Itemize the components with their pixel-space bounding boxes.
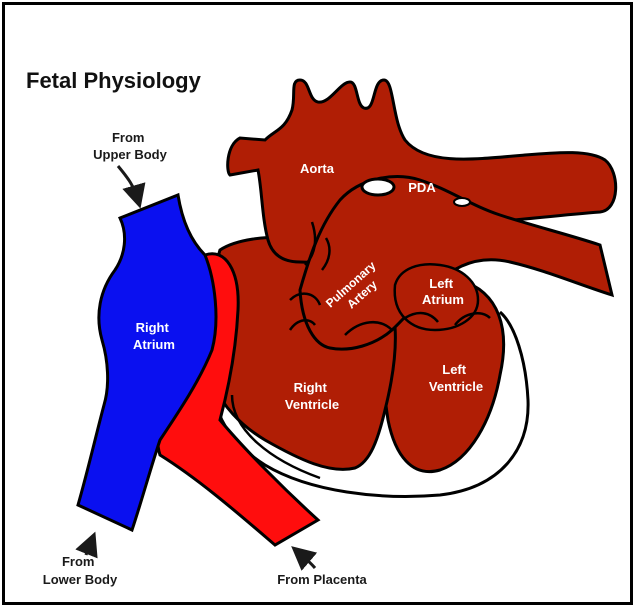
aorta-label: Aorta (300, 161, 335, 176)
placenta-arrow (298, 552, 315, 568)
from-placenta-label: From Placenta (277, 572, 367, 587)
pda-opening (362, 179, 394, 195)
pda-small-opening (454, 198, 470, 206)
pda-label: PDA (408, 180, 436, 195)
from-lower-body-label: From Lower Body (43, 554, 118, 587)
heart-body (209, 80, 616, 496)
page-title: Fetal Physiology (26, 68, 202, 93)
upper-body-arrow (118, 166, 138, 200)
lower-body-arrow (86, 540, 92, 555)
from-upper-body-label: From Upper Body (93, 130, 167, 162)
